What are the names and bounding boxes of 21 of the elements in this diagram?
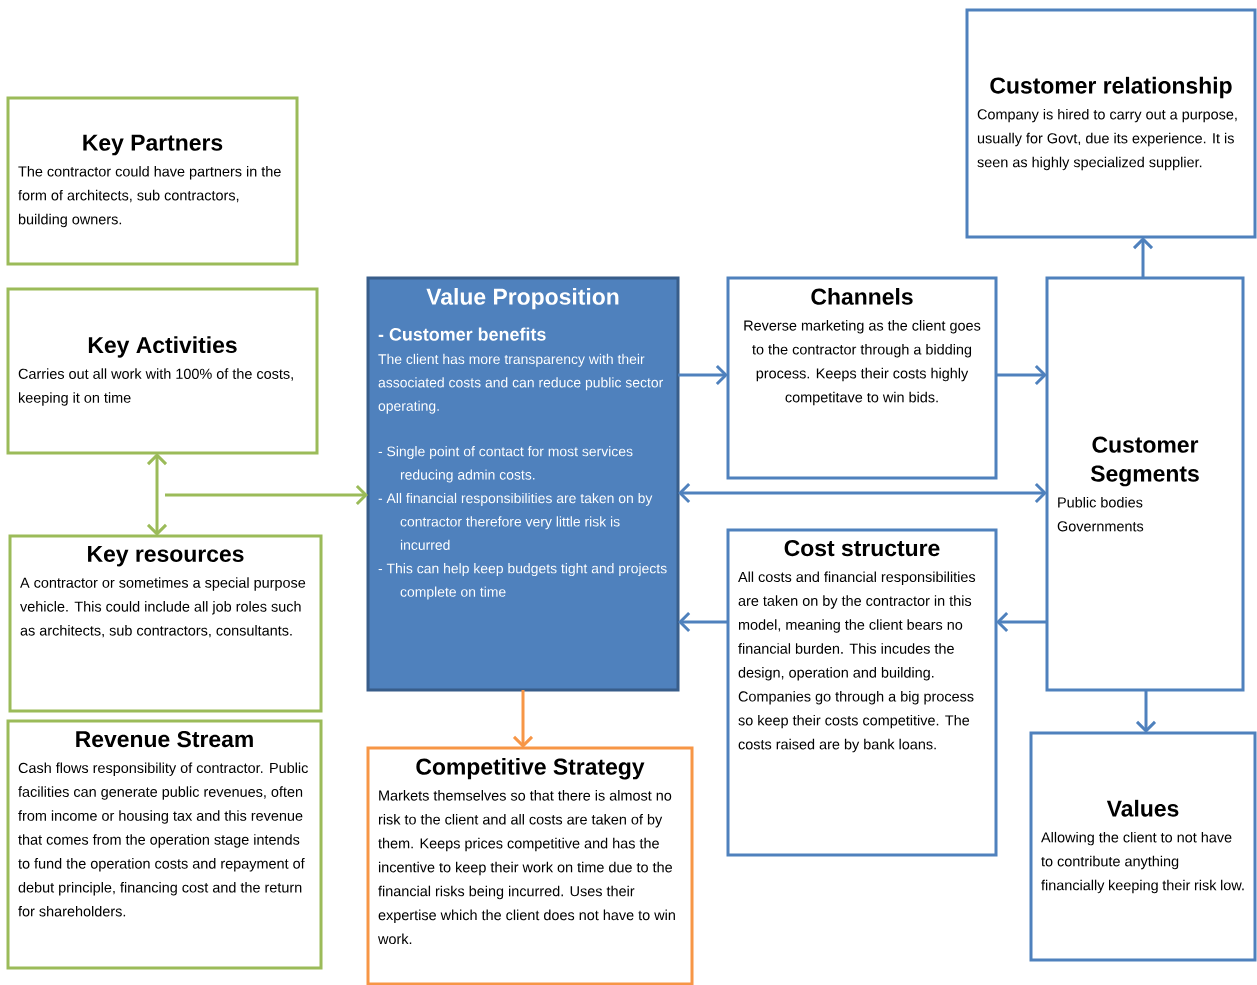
text-box: Competitive Strategy Markets themselves so that there is almost no risk to the client and all costs are taken of by them. Keeps prices competitive and has the incentive to keep their work on time due to the financial risks being incurred. Uses their expertise which the client does not have to win work. xyxy=(366,746,694,985)
arrow xyxy=(678,482,1047,504)
text-box: Key resources A contractor or sometimes a special purpose vehicle. This could include all job roles such as architects, sub contractors, consultants. xyxy=(8,534,323,713)
text-box: Customer relationship Company is hired to carry out a purpose, usually for Govt, due its experience. It is seen as highly specialized supplier. xyxy=(965,8,1257,239)
text-box: Revenue Stream Cash flows responsibility of contractor. Public facilities can generate public revenues, often from income or housing tax and this revenue that comes from the operation stage intends to fund the operation costs and repayment of debut principle, financing cost and the return for shareholders. xyxy=(6,719,323,970)
arrow xyxy=(996,611,1047,633)
text-box: Key Partners The contractor could have partners in the form of architects, sub contractors, building owners. xyxy=(6,96,299,266)
arrow xyxy=(1135,690,1157,733)
text-box: Customer Segments Public bodies Governments xyxy=(1045,276,1245,692)
text-box: Values Allowing the client to not have to contribute anything financially keeping their risk low. xyxy=(1029,731,1257,962)
arrow xyxy=(996,364,1047,386)
arrow xyxy=(146,453,168,536)
arrow xyxy=(678,364,728,386)
text-box: Cost structure All costs and financial responsibilities are taken on by the contractor in this model, meaning the client bears no financial burden. This incudes the design, operation and building. Companies go through a big process so keep their costs competitive. The costs raised are by bank loans. xyxy=(726,528,998,857)
arrow xyxy=(512,690,534,748)
text-box: Key Activities Carries out all work with 100% of the costs, keeping it on time xyxy=(6,287,319,455)
value-box: Value Proposition - Customer benefits The client has more transparency with their associated costs and can reduce public sector operating. - Single point of contact for most services reducing admin costs. - All financial responsibilities are taken on by contractor therefore very little risk is incurred - This can help keep budgets tight and projects complete on time xyxy=(366,276,680,692)
arrow xyxy=(678,611,728,633)
arrow xyxy=(165,484,368,506)
text-box: Channels Reverse marketing as the client goes to the contractor through a bidding process. Keeps their costs highly competitave to win bids. xyxy=(726,276,998,480)
arrow xyxy=(1132,237,1154,278)
